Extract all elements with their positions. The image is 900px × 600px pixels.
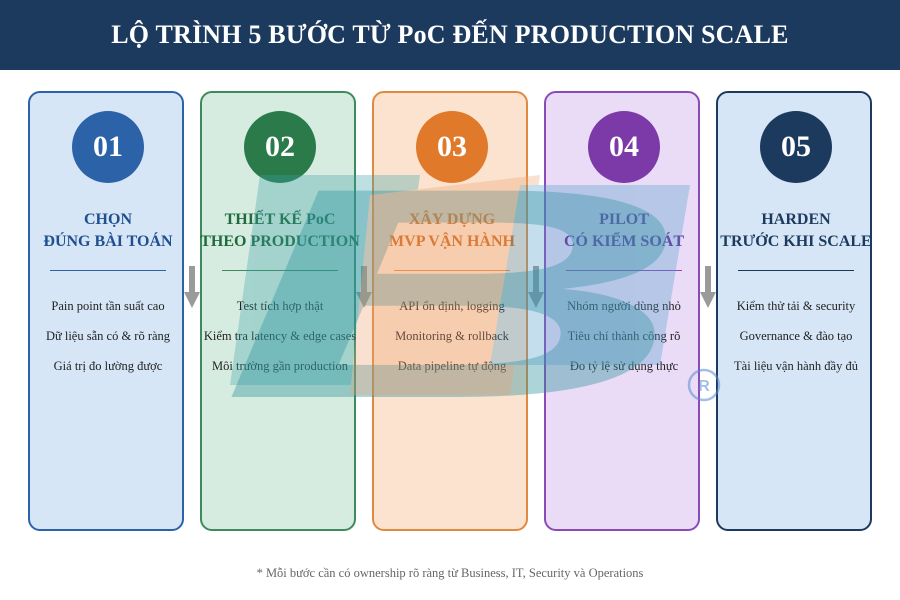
step-title-line-1: CHỌN [84, 211, 132, 228]
step-item: Test tích hợp thật [236, 299, 324, 313]
step-number-badge: 04 [588, 111, 660, 183]
step-item: Pain point tần suất cao [51, 299, 165, 313]
step-title-line-2: CÓ KIỂM SOÁT [563, 233, 684, 250]
footnote: * Mỗi bước cần có ownership rõ ràng từ B… [256, 566, 644, 580]
step-items: Test tích hợp thật Kiểm tra latency & ed… [198, 297, 362, 387]
step-item: Dữ liệu sẵn có & rõ ràng [45, 329, 171, 343]
step-item: Data pipeline tự động [397, 359, 507, 373]
step-title-line-2: MVP VẬN HÀNH [389, 233, 515, 250]
step-title: THIẾT KẾ PoC THEO PRODUCTION [196, 209, 364, 253]
step-item: API ổn định, logging [399, 299, 505, 313]
step-card-5: 05 HARDEN TRƯỚC KHI SCALE Kiểm thử tải &… [716, 91, 872, 531]
step-divider [738, 270, 854, 271]
step-item: Kiểm thử tải & security [736, 299, 856, 313]
step-title-line-1: THIẾT KẾ PoC [224, 211, 336, 228]
step-title: XÂY DỰNG MVP VẬN HÀNH [368, 209, 536, 253]
step-item: Nhóm người dùng nhỏ [567, 299, 681, 313]
step-number-badge: 05 [760, 111, 832, 183]
step-title: PILOT CÓ KIỂM SOÁT [540, 209, 708, 253]
step-items: Nhóm người dùng nhỏ Tiêu chí thành công … [542, 297, 706, 387]
step-title: CHỌN ĐÚNG BÀI TOÁN [24, 209, 192, 253]
step-item: Môi trường gần production [212, 359, 348, 373]
step-card-4: 04 PILOT CÓ KIỂM SOÁT Nhóm người dùng nh… [544, 91, 700, 531]
step-number-badge: 03 [416, 111, 488, 183]
step-card-3: 03 XÂY DỰNG MVP VẬN HÀNH API ổn định, lo… [372, 91, 528, 531]
step-items: Pain point tần suất cao Dữ liệu sẵn có &… [26, 297, 190, 387]
step-items: API ổn định, logging Monitoring & rollba… [370, 297, 534, 387]
step-item: Tài liệu vận hành đầy đủ [734, 359, 858, 373]
step-divider [50, 270, 166, 271]
step-card-2: 02 THIẾT KẾ PoC THEO PRODUCTION Test tíc… [200, 91, 360, 531]
step-title-line-2: TRƯỚC KHI SCALE [720, 233, 872, 250]
step-title: HARDEN TRƯỚC KHI SCALE [712, 209, 880, 253]
page-title: LỘ TRÌNH 5 BƯỚC TỪ PoC ĐẾN PRODUCTION SC… [111, 20, 789, 49]
arrow-down-icon [184, 266, 200, 308]
step-item: Monitoring & rollback [395, 329, 509, 343]
step-number-badge: 01 [72, 111, 144, 183]
step-item: Kiểm tra latency & edge cases [203, 329, 357, 343]
step-divider [222, 270, 338, 271]
step-item: Đo tỷ lệ sử dụng thực [569, 359, 679, 373]
step-number-badge: 02 [244, 111, 316, 183]
step-item: Governance & đào tạo [739, 329, 853, 343]
step-title-line-1: XÂY DỰNG [408, 211, 496, 228]
arrow-down-icon [700, 266, 716, 308]
step-item: Giá trị đo lường được [53, 359, 163, 373]
step-title-line-1: HARDEN [761, 211, 831, 228]
arrow-down-icon [528, 266, 544, 308]
page-header: LỘ TRÌNH 5 BƯỚC TỪ PoC ĐẾN PRODUCTION SC… [0, 0, 900, 70]
arrow-down-icon [356, 266, 372, 308]
step-title-line-1: PILOT [599, 211, 649, 228]
step-item: Tiêu chí thành công rõ [567, 329, 681, 343]
step-items: Kiểm thử tải & security Governance & đào… [714, 297, 878, 387]
step-title-line-2: ĐÚNG BÀI TOÁN [43, 233, 173, 250]
step-divider [566, 270, 682, 271]
step-title-line-2: THEO PRODUCTION [200, 233, 360, 250]
step-card-1: 01 CHỌN ĐÚNG BÀI TOÁN Pain point tần suấ… [28, 91, 184, 531]
step-divider [394, 270, 510, 271]
